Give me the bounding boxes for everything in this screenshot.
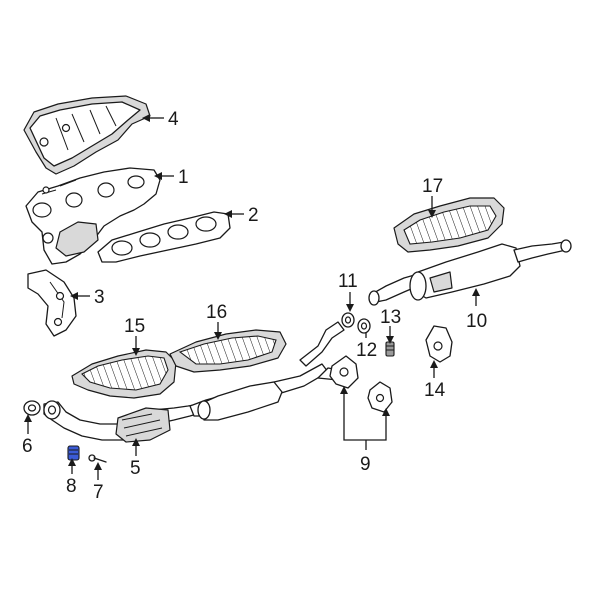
spring-part-12[interactable] <box>357 318 371 334</box>
callout-17: 17 <box>422 176 443 197</box>
muffler-tailpipe-part-10[interactable] <box>368 239 572 306</box>
center-pipe-resonator[interactable] <box>189 321 345 421</box>
front-pipe-catalytic-converter-part-5[interactable] <box>43 400 205 443</box>
callout-12: 12 <box>356 340 377 361</box>
callout-6: 6 <box>22 436 33 457</box>
callout-10: 10 <box>466 311 487 332</box>
muffler-heat-shield-part-17[interactable] <box>393 197 505 253</box>
leader-lines <box>24 114 480 480</box>
callout-16: 16 <box>206 302 227 323</box>
hanger-insulator-part-14[interactable] <box>425 325 453 363</box>
manifold-gasket-part-2[interactable] <box>97 211 231 263</box>
manifold-heat-shield-part-4[interactable] <box>23 95 151 175</box>
bolt-part-7[interactable] <box>88 454 107 463</box>
callout-14: 14 <box>424 380 446 401</box>
callout-labels: 4 1 2 3 17 11 10 13 12 15 16 14 9 6 5 8 … <box>22 109 487 503</box>
callout-3: 3 <box>94 287 105 308</box>
callout-4: 4 <box>168 109 179 130</box>
hanger-part-9-right[interactable] <box>367 381 393 413</box>
callout-9: 9 <box>360 454 371 475</box>
callout-15: 15 <box>124 316 145 337</box>
exhaust-manifold-part-1[interactable] <box>25 167 161 265</box>
callout-1: 1 <box>178 167 189 188</box>
bolt-part-13[interactable] <box>385 341 395 357</box>
callout-11: 11 <box>338 271 358 292</box>
callout-8: 8 <box>66 476 77 497</box>
callout-2: 2 <box>248 205 259 226</box>
oxygen-sensor-part-8[interactable] <box>67 445 80 461</box>
heat-shield-part-16[interactable] <box>169 329 287 373</box>
hanger-part-9-left[interactable] <box>329 355 359 389</box>
callout-13: 13 <box>380 307 401 328</box>
callout-5: 5 <box>130 458 141 479</box>
callout-7: 7 <box>93 482 104 503</box>
manifold-bracket-part-3[interactable] <box>27 269 77 337</box>
heat-shield-part-15[interactable] <box>71 349 177 399</box>
gasket-ring-part-6[interactable] <box>23 400 41 416</box>
gasket-part-11[interactable] <box>341 312 355 328</box>
